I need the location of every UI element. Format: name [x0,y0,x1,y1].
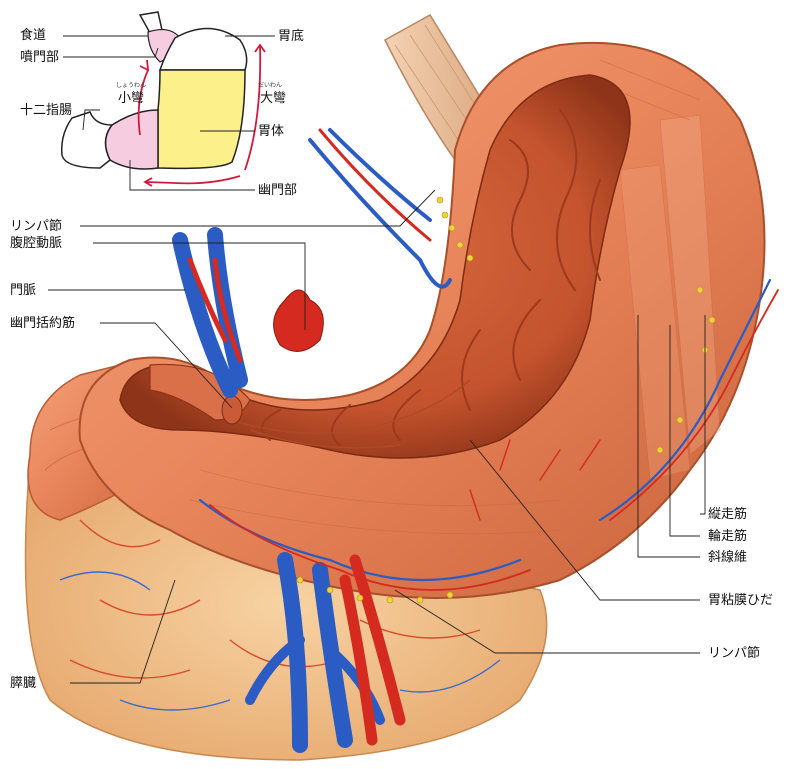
label-duodenum: 十二指腸 [20,103,73,118]
label-fundus: 胃底 [278,29,305,44]
label-greater-curvature: 大彎 [260,91,287,106]
label-circular-muscle: 輪走筋 [708,529,748,544]
inset-pylorus [104,109,159,170]
label-greater-curvature-reading: だいわん [258,82,283,89]
label-longitudinal-muscle: 縦走筋 [708,507,748,522]
label-body: 胃体 [258,124,285,139]
label-lymph-node-top: リンパ節 [10,219,63,234]
lymph-nodes [296,196,716,604]
vessels-arteries [187,128,779,746]
label-oblique-fibers: 斜線維 [708,550,748,565]
label-gastric-folds: 胃粘膜ひだ [708,593,774,608]
inset-duodenum [60,111,114,169]
inset-stomach-diagram [60,11,266,187]
inset-fundus [158,27,248,71]
label-cardia: 噴門部 [20,50,60,65]
label-celiac-artery: 腹腔動脈 [10,236,63,251]
celiac-artery-shape [273,289,324,352]
label-portal-vein: 門脈 [10,283,37,298]
label-lymph-node-bottom: リンパ節 [708,646,761,661]
label-esophagus: 食道 [20,28,47,43]
stomach-interior-mucosa [119,74,631,459]
label-lesser-curvature-reading: しょうわん [116,82,147,89]
label-lesser-curvature: 小彎 [118,91,145,106]
label-pylorus: 幽門部 [258,183,298,198]
label-pancreas: 膵臓 [10,676,37,691]
leader-lines [48,35,706,684]
inset-body [157,69,246,170]
label-pyloric-sphincter: 幽門括約筋 [10,316,76,331]
